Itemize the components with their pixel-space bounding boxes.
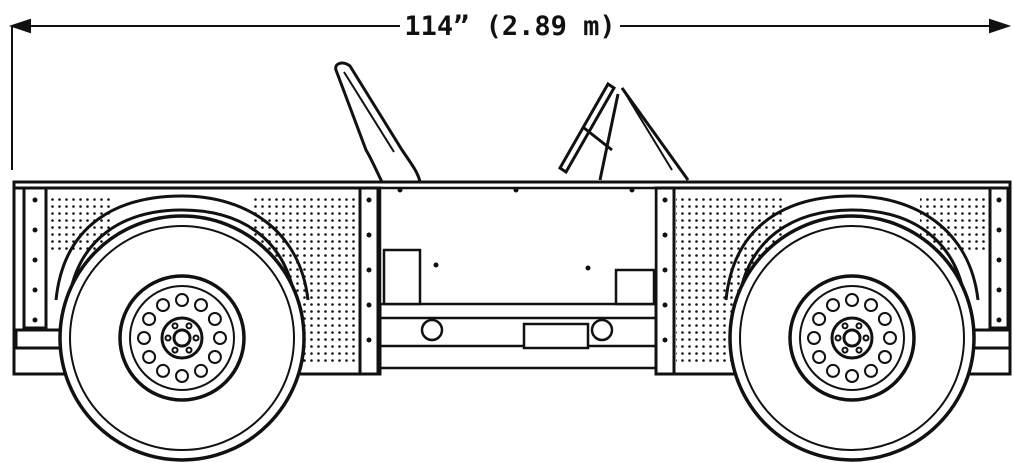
rivet: [629, 187, 635, 193]
lug-nut: [164, 334, 172, 342]
steering-wheel: [558, 81, 616, 175]
rim-hole: [207, 312, 222, 326]
rim-hole: [156, 298, 170, 313]
lug-nut: [192, 334, 200, 342]
rivet: [32, 287, 38, 293]
lug-nut: [185, 346, 193, 354]
lug-nut: [855, 346, 863, 354]
rivet: [32, 197, 38, 203]
rivet: [662, 302, 668, 308]
rim-bolt-holes: [137, 293, 897, 383]
rivet: [366, 302, 372, 308]
lug-nut: [862, 334, 870, 342]
rivet: [662, 232, 668, 238]
rivet: [32, 227, 38, 233]
rim-hole: [826, 298, 840, 313]
rivet: [433, 262, 439, 268]
rear-fender-arch: [54, 194, 310, 307]
rim-hole: [175, 369, 189, 383]
rivet: [662, 267, 668, 273]
rivet: [996, 257, 1002, 263]
front-fender-arch: [724, 194, 980, 307]
rim-hole: [883, 331, 897, 345]
rivet: [996, 287, 1002, 293]
rivet: [996, 197, 1002, 203]
lug-nut: [171, 322, 179, 330]
rivet: [366, 232, 372, 238]
rim-hole: [142, 350, 157, 364]
lug-nut: [834, 334, 842, 342]
rivet: [366, 337, 372, 343]
rivet: [32, 257, 38, 263]
rivet: [585, 265, 591, 271]
panel-rivets: [32, 187, 1002, 343]
rim-hole: [845, 369, 859, 383]
rivet: [366, 267, 372, 273]
rim-hole: [864, 363, 878, 378]
front-bumper: [972, 328, 1012, 350]
rivet: [32, 317, 38, 323]
rim-hole: [826, 363, 840, 378]
rivet: [397, 187, 403, 193]
lug-nut: [841, 346, 849, 354]
rim-hole: [137, 331, 151, 345]
rivet: [662, 197, 668, 203]
rim-hole: [213, 331, 227, 345]
rim-hole: [194, 363, 208, 378]
lug-nut: [841, 322, 849, 330]
rim-hole: [877, 350, 892, 364]
rim-hole: [812, 350, 827, 364]
rear-bumper: [14, 328, 64, 350]
rim-hole: [877, 312, 892, 326]
rivet: [996, 317, 1002, 323]
rim-hole: [142, 312, 157, 326]
lug-nut: [855, 322, 863, 330]
rivet: [996, 227, 1002, 233]
overall-length-label: 114” (2.89 m): [400, 6, 620, 46]
rim-hole: [194, 298, 208, 313]
front-wheel: [728, 214, 976, 462]
rim-hole: [807, 331, 821, 345]
rim-hole: [175, 293, 189, 307]
windshield-frame: [598, 87, 690, 181]
rim-hole: [864, 298, 878, 313]
rivet: [366, 197, 372, 203]
rim-hole: [845, 293, 859, 307]
center-compartment: [378, 186, 658, 370]
lug-nut: [171, 346, 179, 354]
rear-wheel: [58, 214, 306, 462]
rim-hole: [207, 350, 222, 364]
rivet: [662, 337, 668, 343]
rim-hole: [156, 363, 170, 378]
lug-nut: [185, 322, 193, 330]
rivet: [513, 187, 519, 193]
seat: [334, 61, 422, 184]
rim-hole: [812, 312, 827, 326]
